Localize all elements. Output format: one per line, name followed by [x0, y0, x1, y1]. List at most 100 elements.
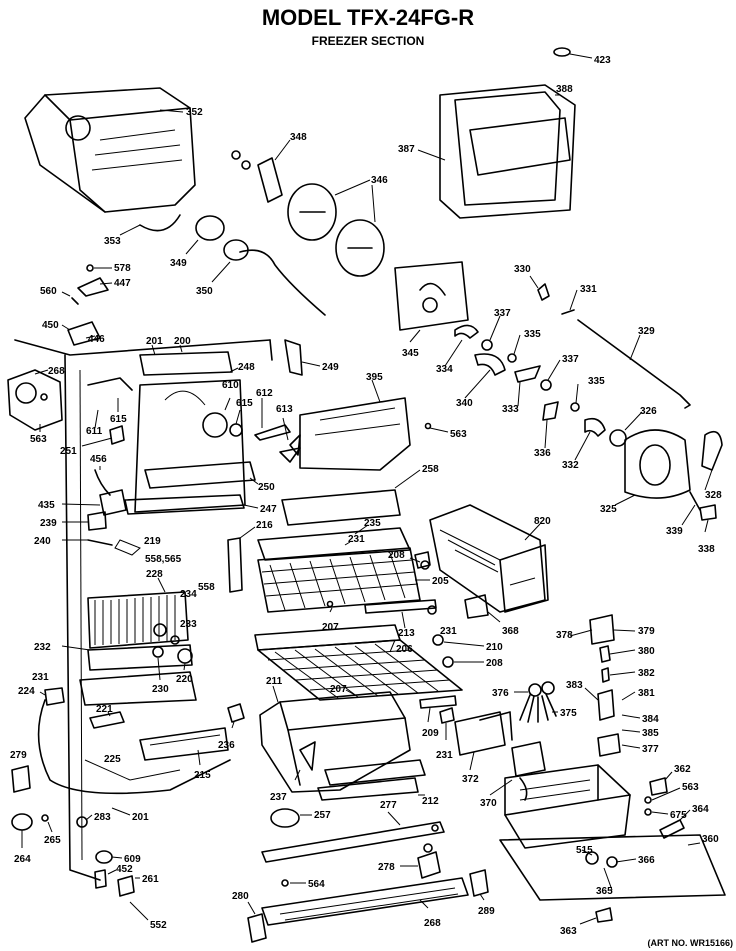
callout-239: 239 [40, 518, 57, 529]
callout-220: 220 [176, 674, 193, 685]
part-346 [287, 179, 385, 277]
screw-564 [281, 879, 306, 887]
callout-326: 326 [640, 406, 657, 417]
callout-221: 221 [96, 704, 113, 715]
clip-231 [439, 707, 455, 740]
callout-376: 376 [492, 688, 509, 699]
callout-350: 350 [196, 286, 213, 297]
callout-250: 250 [258, 482, 275, 493]
callout-377: 377 [642, 744, 659, 755]
callout-675: 675 [670, 810, 687, 821]
callout-558-565: 558,565 [145, 554, 182, 565]
callout-257: 257 [314, 810, 331, 821]
pump-278 [400, 843, 441, 879]
clip-363 [579, 907, 613, 925]
callout-207-top: 207 [322, 622, 339, 633]
callout-336: 336 [534, 448, 551, 459]
callout-423: 423 [594, 55, 611, 66]
callout-330: 330 [514, 264, 531, 275]
bracket-446 [61, 321, 101, 346]
callout-385: 385 [642, 728, 659, 739]
callout-346: 346 [371, 175, 388, 186]
rail-213 [326, 599, 437, 629]
screw-552 [129, 901, 149, 921]
callout-360: 360 [702, 834, 719, 845]
callout-236: 236 [218, 740, 235, 751]
callout-233: 233 [180, 619, 197, 630]
duct-215 [139, 727, 229, 766]
callout-380: 380 [638, 646, 655, 657]
callout-258: 258 [422, 464, 439, 475]
callout-215: 215 [194, 770, 211, 781]
callout-248: 248 [238, 362, 255, 373]
callout-200: 200 [174, 336, 191, 347]
callout-615-left: 615 [110, 414, 127, 425]
callout-247: 247 [260, 504, 277, 515]
callout-381: 381 [638, 688, 655, 699]
callout-235: 235 [364, 518, 381, 529]
callout-363: 363 [560, 926, 577, 937]
bracket-289 [469, 869, 489, 901]
bushings-220-230 [152, 646, 193, 681]
part-368 [464, 594, 501, 623]
callout-213: 213 [398, 628, 415, 639]
callout-515: 515 [576, 845, 593, 856]
callout-261: 261 [142, 874, 159, 885]
plug-264 [11, 813, 33, 848]
channel-250 [144, 461, 259, 489]
callout-345: 345 [402, 348, 419, 359]
panel-395 [299, 379, 449, 471]
switch-370 [489, 741, 546, 801]
callout-208-top: 208 [388, 550, 405, 561]
callout-251: 251 [60, 446, 77, 457]
callout-353: 353 [104, 236, 121, 247]
callout-368: 368 [502, 626, 519, 637]
callout-558: 558 [198, 582, 215, 593]
icemaker-820 [414, 504, 549, 613]
bracket-362-364 [644, 771, 691, 839]
part-350 [211, 239, 326, 316]
callout-563-left: 563 [30, 434, 47, 445]
callout-228: 228 [146, 569, 163, 580]
callout-375: 375 [560, 708, 577, 719]
callout-450: 450 [42, 320, 59, 331]
part-348 [231, 139, 291, 203]
callout-552: 552 [150, 920, 167, 931]
callout-613: 613 [276, 404, 293, 415]
bracket-447 [77, 264, 113, 297]
callout-362: 362 [674, 764, 691, 775]
callout-365: 365 [596, 886, 613, 897]
callout-456: 456 [90, 454, 107, 465]
harness-456-435 [61, 466, 141, 556]
post-216 [227, 526, 256, 593]
callout-446: 446 [88, 334, 105, 345]
shroud-372 [454, 711, 513, 771]
drain-tube-224 [37, 687, 231, 795]
bracket-249 [284, 339, 321, 376]
callout-332: 332 [562, 460, 579, 471]
callout-335-mid: 335 [588, 376, 605, 387]
shelf-206 [254, 624, 463, 701]
callout-211: 211 [266, 676, 283, 687]
clip-236 [227, 703, 245, 729]
callout-563-right: 563 [682, 782, 699, 793]
pin-331 [561, 289, 578, 315]
callout-379: 379 [638, 626, 655, 637]
callout-349: 349 [170, 258, 187, 269]
callout-612: 612 [256, 388, 273, 399]
callout-370: 370 [480, 798, 497, 809]
divider-258 [281, 469, 421, 526]
rail-209 [419, 695, 457, 723]
callout-383: 383 [566, 680, 583, 691]
callout-224: 224 [18, 686, 35, 697]
callout-452: 452 [116, 864, 133, 875]
callout-387: 387 [398, 144, 415, 155]
callout-333: 333 [502, 404, 519, 415]
shelf-205 [257, 524, 430, 613]
channel-247 [124, 494, 259, 515]
callout-610: 610 [222, 380, 239, 391]
callout-234: 234 [180, 589, 197, 600]
callout-384: 384 [642, 714, 659, 725]
grommet-609 [95, 850, 123, 864]
